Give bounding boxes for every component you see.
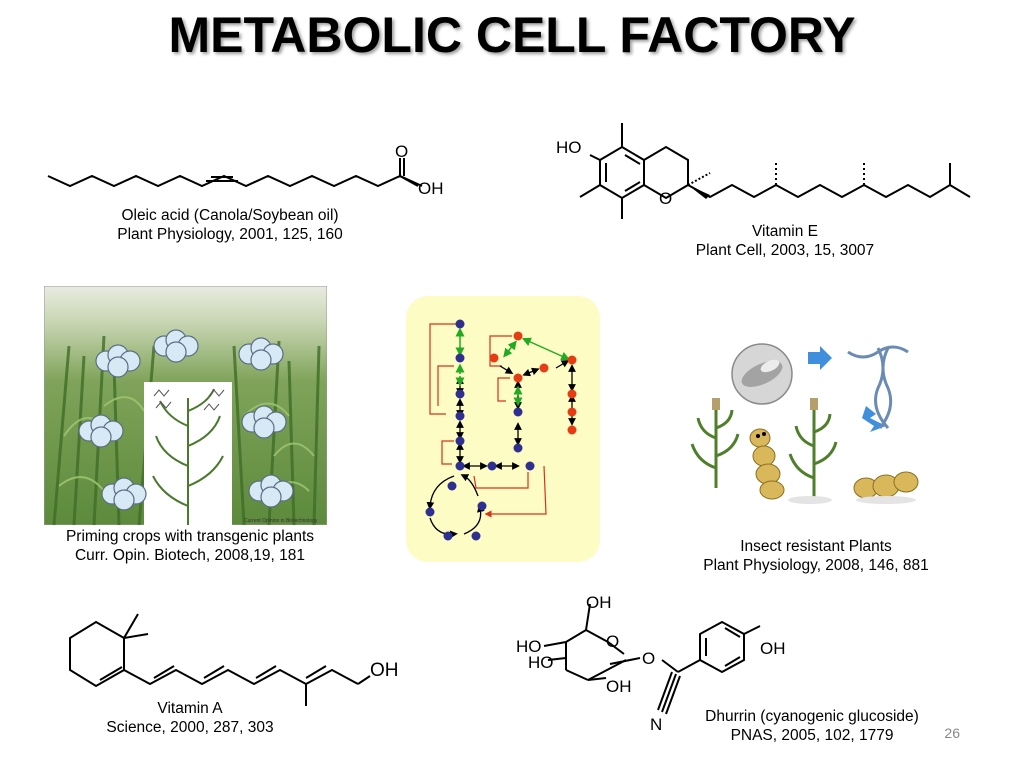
dhurrin-structure: OH HO HO O O OH OH N [516, 593, 786, 732]
vitamin-e-caption-name: Vitamin E [751, 223, 819, 240]
bacterium-icon [731, 343, 793, 405]
slide-title: METABOLIC CELL FACTORY [168, 7, 856, 63]
oleic-oh-label: OH [418, 179, 444, 198]
dhurrin-oh-top-label: OH [586, 593, 612, 612]
dhurrin-ho-1-label: HO [516, 637, 542, 656]
dna-icon [847, 345, 909, 430]
priming-caption-name: Priming crops with transgenic plants [65, 528, 315, 545]
arrow-down-icon [862, 406, 886, 432]
dhurrin-caption-name: Dhurrin (cyanogenic glucoside) [705, 708, 919, 725]
dhurrin-ring-o-label: O [606, 632, 619, 651]
dhurrin-caption-ref: PNAS, 2005, 102, 1779 [730, 727, 894, 744]
vitamin-e-caption-ref: Plant Cell, 2003, 15, 3007 [695, 242, 875, 259]
insect-caption-name: Insect resistant Plants [740, 538, 892, 555]
priming-caption-ref: Curr. Opin. Biotech, 2008,19, 181 [74, 547, 306, 564]
arrow-right-icon [808, 346, 832, 370]
dhurrin-ho-2-label: HO [528, 653, 554, 672]
oleic-caption-name: Oleic acid (Canola/Soybean oil) [121, 207, 339, 224]
vitamin-a-caption-name: Vitamin A [157, 700, 223, 717]
vitamin-a-structure: OH [69, 613, 399, 706]
dhurrin-n-label: N [650, 715, 662, 732]
priming-crops-photo: Current Opinion in Biotechnology [44, 286, 327, 525]
dhurrin-oh-bottom-label: OH [606, 677, 632, 696]
page-number: 26 [944, 725, 960, 741]
vitamin-e-structure: HO O [556, 123, 971, 219]
oleic-o-label: O [395, 142, 408, 161]
vitamin-e-o-label: O [659, 189, 672, 208]
dhurrin-link-o-label: O [642, 649, 655, 668]
vitamin-a-caption-ref: Science, 2000, 287, 303 [106, 719, 274, 736]
insect-caption-ref: Plant Physiology, 2008, 146, 881 [703, 557, 929, 574]
oleic-caption-ref: Plant Physiology, 2001, 125, 160 [117, 226, 343, 243]
oleic-acid-structure: O OH [47, 142, 444, 198]
metabolic-network-diagram [406, 296, 600, 562]
vitamin-e-ho-label: HO [556, 138, 582, 157]
dhurrin-oh-phenol-label: OH [760, 639, 786, 658]
insect-resistant-illustration [690, 343, 919, 504]
photo-credit: Current Opinion in Biotechnology [244, 518, 318, 524]
vitamin-a-oh-label: OH [370, 660, 399, 681]
